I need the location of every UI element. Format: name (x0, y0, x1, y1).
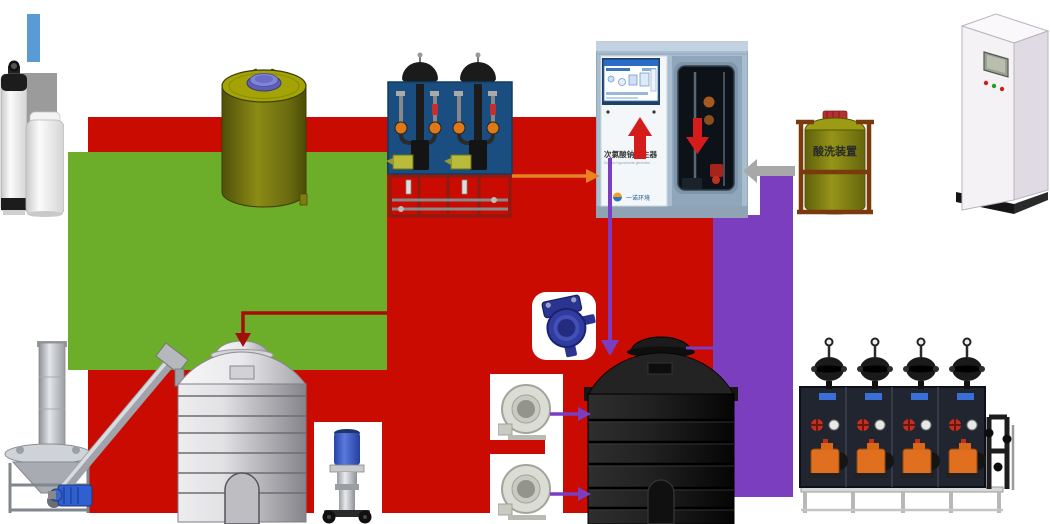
blower-arrow-1 (550, 407, 591, 421)
blower-arrow-2 (550, 487, 591, 501)
blue-bar (27, 14, 40, 62)
generator-title: 次氯酸钠发生器 (604, 149, 658, 159)
brand-logo: 一诺环境 (613, 192, 650, 202)
generator-subtitle: Sodium hypochlorite generator (604, 161, 651, 165)
acid-wash-label: 酸洗装置 (813, 144, 857, 158)
tank-frame (796, 119, 874, 215)
centrifugal-blower-1 (498, 384, 551, 440)
down-arrow (686, 118, 709, 154)
hmi-screen (602, 58, 660, 105)
vertical-multistage-pump (322, 429, 372, 524)
water-softener (0, 60, 64, 217)
brand-text: 一诺环境 (626, 194, 650, 202)
acid-wash-tank: 酸洗装置 (796, 110, 874, 215)
silver-storage-tank (177, 340, 307, 524)
centrifugal-blower-2 (498, 464, 551, 520)
chemical-mixing-tank (221, 68, 308, 208)
metering-pump-skid (799, 337, 1015, 513)
screw-conveyor-feeder (4, 341, 189, 513)
dark-red-arrow (235, 311, 387, 347)
gray-arrow (743, 159, 795, 183)
purple-down-arrow (601, 158, 619, 356)
orange-arrow (512, 169, 600, 183)
electrical-control-cabinet (956, 13, 1050, 214)
black-storage-tank (584, 336, 738, 524)
gas-detector (541, 294, 596, 358)
dosing-pump-skid-blue (386, 52, 513, 218)
up-arrow (628, 117, 652, 159)
